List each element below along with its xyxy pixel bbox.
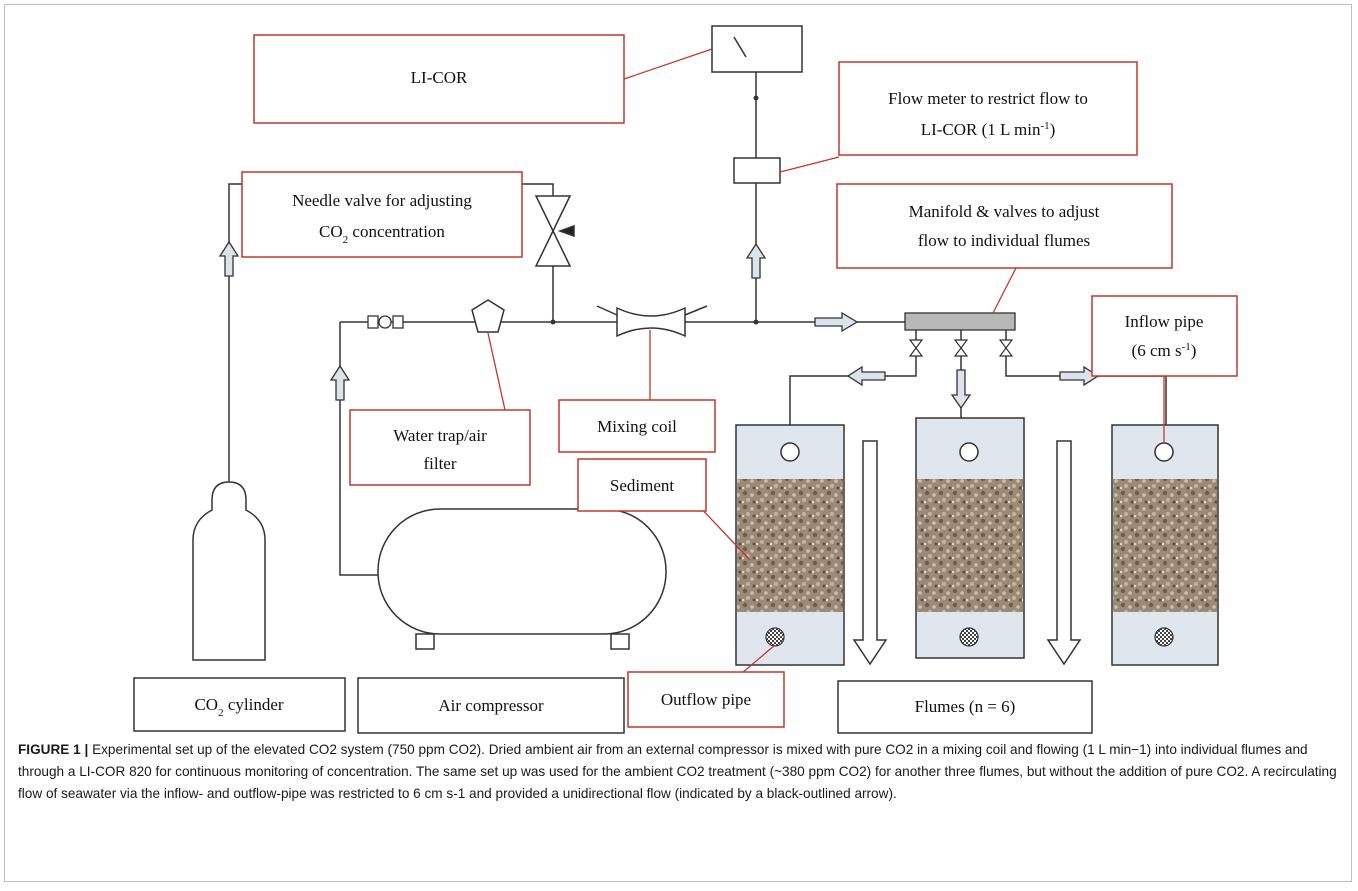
inflow-pipe-icon bbox=[959, 442, 979, 462]
label-boxes bbox=[133, 677, 1093, 734]
outflow-pipe-icon bbox=[1154, 627, 1174, 647]
outflow-pipe-icon bbox=[959, 627, 979, 647]
flow-meter-label-line2: LI-COR (1 L min-1) bbox=[921, 120, 1056, 139]
caption-text: Experimental set up of the elevated CO2 … bbox=[18, 742, 1337, 801]
licor-label: LI-COR bbox=[411, 68, 468, 87]
unidirectional-flow-arrows bbox=[852, 440, 1082, 666]
experimental-setup-diagram: LI-COR Flow meter to restrict flow to LI… bbox=[133, 25, 1238, 734]
sediment-label: Sediment bbox=[610, 476, 674, 495]
flow-meter-icon bbox=[733, 157, 781, 184]
air-compressor-icon bbox=[377, 508, 667, 650]
outflow-pipe-label: Outflow pipe bbox=[661, 690, 751, 709]
outflow-pipe-icon bbox=[765, 627, 785, 647]
water-trap-label-line2: filter bbox=[423, 454, 456, 473]
flow-meter-label-line1: Flow meter to restrict flow to bbox=[888, 89, 1088, 108]
inflow-pipe-label-line2: (6 cm s-1) bbox=[1132, 341, 1197, 360]
flume-2 bbox=[915, 417, 1025, 659]
inflow-pipe-label-line1: Inflow pipe bbox=[1125, 312, 1204, 331]
co2-cylinder-label: CO2 cylinder bbox=[194, 695, 283, 719]
inflow-pipe-icon bbox=[1154, 442, 1174, 462]
inline-valve-icon bbox=[367, 315, 404, 329]
flume-3 bbox=[1111, 424, 1219, 666]
manifold-valves bbox=[908, 339, 1014, 357]
needle-valve-label-line1: Needle valve for adjusting bbox=[292, 191, 472, 210]
mixing-coil-label: Mixing coil bbox=[597, 417, 677, 436]
air-compressor-label: Air compressor bbox=[438, 696, 544, 715]
figure-number: FIGURE 1 | bbox=[18, 742, 89, 757]
needle-valve-icon bbox=[534, 195, 575, 267]
mixing-coil-icon bbox=[596, 305, 708, 338]
flumes-label: Flumes (n = 6) bbox=[915, 697, 1016, 716]
water-trap-label-line1: Water trap/air bbox=[393, 426, 487, 445]
manifold-label-line2: flow to individual flumes bbox=[918, 231, 1090, 250]
needle-valve-label-line2: CO2 concentration bbox=[319, 222, 445, 246]
licor-meter-icon bbox=[711, 25, 803, 98]
co2-cylinder-icon bbox=[192, 481, 266, 661]
water-trap-icon bbox=[471, 299, 505, 333]
manifold-label-line1: Manifold & valves to adjust bbox=[909, 202, 1100, 221]
figure-caption: FIGURE 1 | Experimental set up of the el… bbox=[18, 739, 1340, 805]
figure-frame bbox=[4, 4, 1352, 882]
callout-boxes bbox=[241, 34, 1238, 728]
flume-1 bbox=[735, 424, 845, 666]
inflow-pipe-icon bbox=[780, 442, 800, 462]
manifold-icon bbox=[904, 312, 1016, 331]
